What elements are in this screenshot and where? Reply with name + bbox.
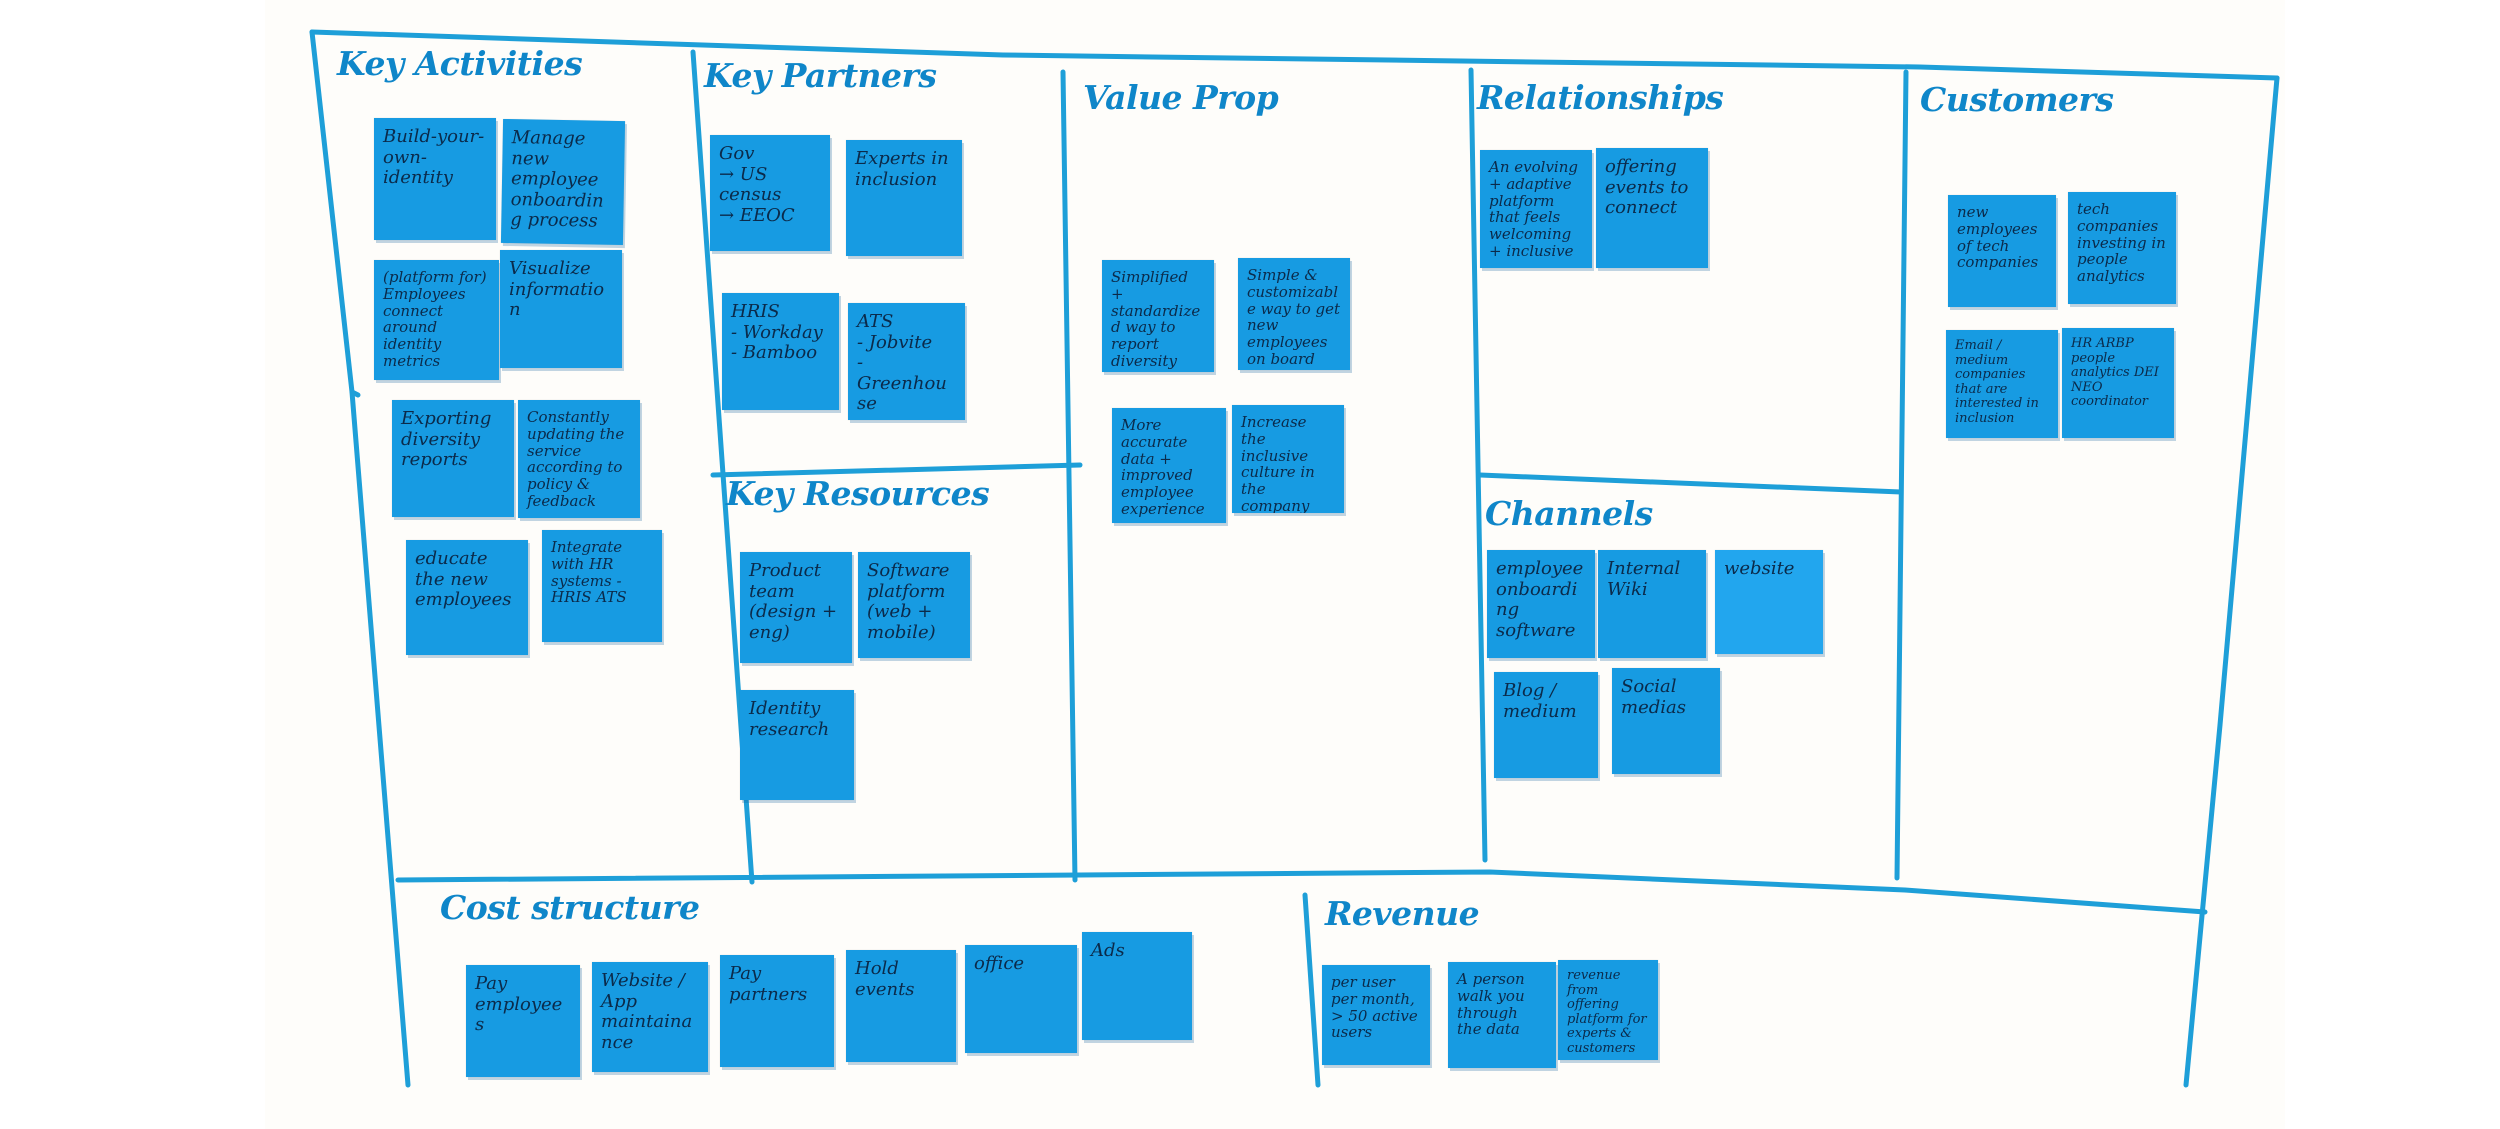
sticky-note-channel: employee onboarding software: [1487, 550, 1595, 658]
section-title-key-activities: Key Activities: [337, 44, 583, 83]
sticky-note-key-partner: Experts in inclusion: [846, 140, 962, 256]
canvas-grid-lines: [309, 29, 2280, 1088]
sticky-note-relationship: An evolving + adaptive platform that fee…: [1480, 150, 1592, 268]
divider-relationships-channels: [1477, 472, 1904, 495]
sticky-note-key-partner: Gov → US census → EEOC: [710, 135, 830, 251]
sticky-note-cost: Website / App maintainance: [592, 962, 708, 1072]
sticky-note-value-prop: More accurate data + improved employee e…: [1112, 408, 1226, 523]
section-title-customers: Customers: [1920, 80, 2114, 119]
sticky-note-revenue: A person walk you through the data: [1448, 962, 1556, 1068]
divider-partners-value: [1060, 69, 1078, 883]
sticky-note-channel: Social medias: [1612, 668, 1720, 774]
section-title-key-partners: Key Partners: [704, 56, 937, 95]
sticky-note-customer: HR ARBP people analytics DEI NEO coordin…: [2062, 328, 2174, 438]
sticky-note-key-partner: ATS - Jobvite - Greenhouse: [848, 303, 965, 420]
divider-cost-revenue: [1302, 892, 1321, 1088]
section-title-revenue: Revenue: [1325, 894, 1480, 933]
sticky-note-cost: Pay partners: [720, 955, 834, 1067]
sticky-note-key-activity: educate the new employees: [406, 540, 528, 655]
sticky-note-revenue: per user per month, > 50 active users: [1322, 965, 1430, 1065]
sticky-note-cost: Pay employees: [466, 965, 580, 1077]
divider-relationships-customers: [1894, 69, 1909, 881]
section-title-channels: Channels: [1485, 494, 1653, 533]
section-title-cost-structure: Cost structure: [440, 888, 700, 927]
sticky-note-revenue: revenue from offering platform for exper…: [1558, 960, 1658, 1060]
sticky-note-channel: Blog / medium: [1494, 672, 1598, 778]
sticky-note-key-activity: (platform for) Employees connect around …: [374, 260, 499, 380]
sticky-note-cost: Hold events: [846, 950, 956, 1062]
sticky-note-channel: Internal Wiki: [1598, 550, 1706, 658]
sticky-note-key-resource: Identity research: [740, 690, 854, 800]
section-title-relationships: Relationships: [1477, 78, 1724, 117]
sticky-note-value-prop: Simple & customizable way to get new emp…: [1238, 258, 1350, 370]
sticky-note-customer: tech companies investing in people analy…: [2068, 192, 2176, 304]
sticky-note-relationship: offering events to connect: [1596, 148, 1708, 268]
sticky-note-key-activity: Exporting diversity reports: [392, 400, 514, 517]
sticky-note-cost: office: [965, 945, 1077, 1053]
sticky-note-key-activity: Visualize information: [500, 250, 622, 368]
outer-border-top: [309, 29, 2280, 81]
sticky-note-key-activity: Build-your-own-identity: [374, 118, 496, 240]
sticky-note-value-prop: Increase the inclusive culture in the co…: [1232, 405, 1344, 513]
sticky-note-key-resource: Software platform (web + mobile): [858, 552, 970, 658]
sticky-note-customer: Email / medium companies that are intere…: [1946, 330, 2058, 438]
sticky-note-cost: Ads: [1082, 932, 1192, 1040]
divider-value-relationships: [1468, 67, 1488, 863]
sticky-note-key-activity: Manage new employee onboarding process: [500, 118, 626, 246]
divider-activities-left-notch: [349, 389, 361, 398]
sticky-note-key-partner: HRIS - Workday - Bamboo: [722, 293, 839, 410]
outer-border-right: [2183, 75, 2280, 1088]
sticky-note-customer: new employees of tech companies: [1948, 195, 2056, 307]
sticky-note-key-activity: Constantly updating the service accordin…: [518, 400, 640, 518]
sticky-note-key-resource: Product team (design + eng): [740, 552, 852, 663]
section-title-key-resources: Key Resources: [726, 474, 990, 513]
divider-partners-resources: [710, 462, 1083, 478]
sticky-note-channel: website: [1715, 550, 1823, 654]
section-title-value-prop: Value Prop: [1083, 78, 1279, 117]
sticky-note-value-prop: Simplified + standardized way to report …: [1102, 260, 1214, 372]
sticky-note-key-activity: Integrate with HR systems - HRIS ATS: [542, 530, 662, 642]
bottom-band-top: [395, 869, 2208, 915]
